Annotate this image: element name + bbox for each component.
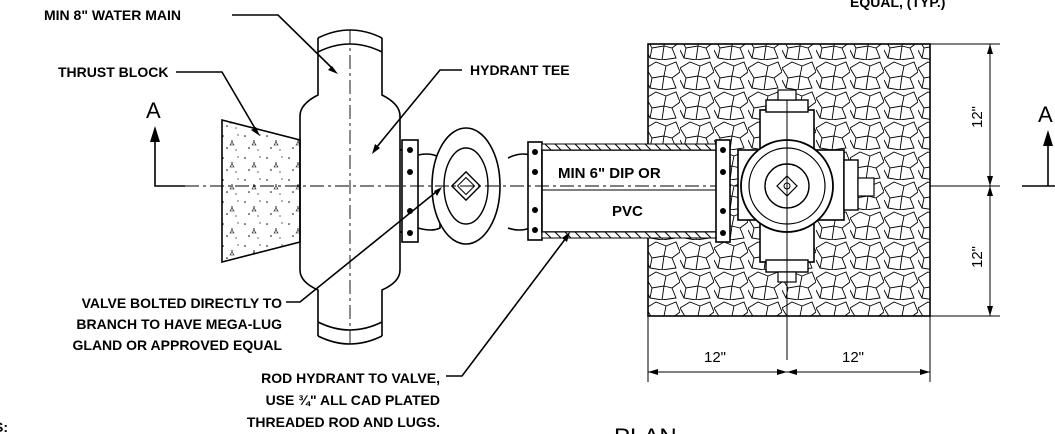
dip-pvc-pipe [160,143,870,239]
valve-flange [527,141,543,241]
thrust-block [221,118,301,264]
plan-title: PLAN [614,424,677,434]
section-marker-right [1022,130,1055,187]
dim-vertical-bottom: 12" [969,246,986,268]
tee-flange [401,139,419,243]
section-label-left: A [146,98,161,123]
label-pipe-line1: MIN 6" DIP OR [558,165,661,182]
label-valve-line2: BRANCH TO HAVE MEGA-LUG [76,316,282,332]
water-main-pipe [299,29,401,346]
label-water-main: MIN 8" WATER MAIN [44,7,181,23]
hydrant-flange [715,139,731,243]
section-marker-left [150,126,185,187]
leader-lines [176,14,570,377]
label-rod-line3: THREADED ROD AND LUGS. [247,414,440,430]
label-valve-line3: GLAND OR APPROVED EQUAL [73,337,283,353]
label-rod-line2: USE ¾" ALL CAD PLATED [266,392,440,408]
dim-vertical-top: 12" [969,106,986,128]
notes-fragment: S: [0,419,8,434]
fire-hydrant [737,89,875,360]
label-thrust-block: THRUST BLOCK [58,64,168,80]
dimension-vertical [930,43,1000,317]
label-equal-typ: EQUAL, (TYP.) [850,0,945,10]
label-rod-line1: ROD HYDRANT TO VALVE, [261,370,440,386]
label-pipe-line2: PVC [612,203,643,220]
dimension-horizontal [647,316,931,382]
label-valve-line1: VALVE BOLTED DIRECTLY TO [82,295,283,311]
label-hydrant-tee: HYDRANT TEE [470,62,570,78]
dim-horizontal-right: 12" [842,349,864,366]
section-label-right: A [1038,102,1053,127]
dim-horizontal-left: 12" [704,349,726,366]
